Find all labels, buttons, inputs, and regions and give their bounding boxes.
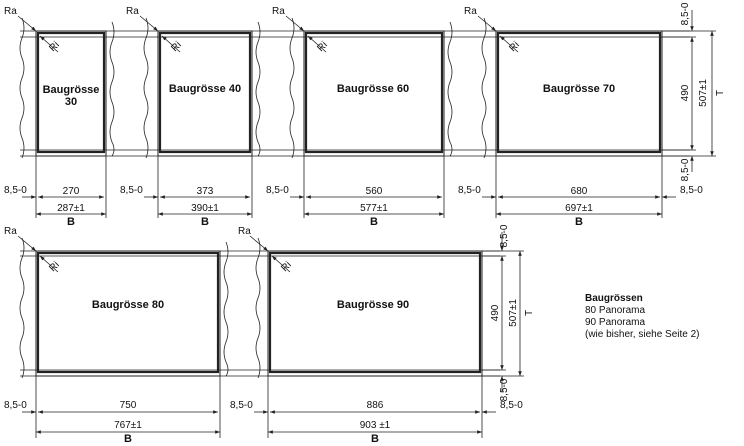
dim-height-inner-2: 490 [490,304,501,321]
dim-B-90: B [371,433,379,445]
dim-gap-top-2: 8,5-0 [499,224,510,247]
ra-label: Ra [464,6,477,17]
dim-height-inner: 490 [680,84,691,101]
notes-line: 90 Panorama [585,317,646,328]
cabinet-80-inner [36,251,220,374]
cabinet-80-outer [35,250,221,377]
break-line [223,241,229,377]
dim-outer-60: 577±1 [360,203,388,214]
dim-gap-80: 8,5-0 [4,400,27,411]
dim-outer-70: 697±1 [565,203,593,214]
ra-label: Ra [4,6,17,17]
break-line [109,21,115,157]
size-name-80: Baugrösse 80 [92,299,164,311]
break-line [143,17,149,159]
cabinet-40-outer [157,30,253,157]
ri-label: Ri [315,40,329,54]
dim-depth-T: T [715,90,726,96]
size-name-30: Baugrösse [43,84,100,96]
ra-ri-markers-top [17,15,519,53]
ra-label: Ra [4,226,17,237]
cabinet-60-inner [304,31,444,154]
dim-gap-30: 8,5-0 [4,185,27,196]
cabinet-30-inner [36,31,106,154]
dim-gap-70-right: 8,5-0 [680,185,703,196]
dim-B-70: B [575,216,583,228]
ri-label: Ri [507,40,521,54]
horizontal-dimensions-bottom [22,376,496,438]
break-line [447,21,453,157]
dim-gap-90-right: 8,5-0 [500,400,523,411]
dim-B-60: B [370,216,378,228]
size-name-70: Baugrösse 70 [543,83,615,95]
cabinet-60-outer [303,30,445,157]
dim-inner-80: 750 [120,400,137,411]
dim-B-80: B [124,433,132,445]
dim-height-outer: 507±1 [698,79,709,107]
dim-inner-30: 270 [63,186,80,197]
dim-gap-40: 8,5-0 [120,185,143,196]
dim-inner-60: 560 [366,186,383,197]
cabinet-40-inner [158,31,252,154]
dim-B-30: B [67,216,75,228]
dim-depth-T-2: T [524,310,535,316]
dim-outer-40: 390±1 [191,203,219,214]
size-name-60: Baugrösse 60 [337,83,409,95]
dim-gap-90: 8,5-0 [230,400,253,411]
ri-label: Ri [47,260,61,274]
dim-gap-bottom-2: 8,5-0 [499,378,510,401]
dim-gap-bottom: 8,5-0 [680,158,691,181]
break-line [289,17,295,159]
dim-inner-40: 373 [197,186,214,197]
cabinet-70-outer [495,30,663,157]
vertical-dimensions-top [662,10,716,172]
dim-inner-70: 680 [571,186,588,197]
ri-label: Ri [47,40,61,54]
cabinet-30-outer [35,30,107,157]
ra-label: Ra [238,226,251,237]
horizontal-dimensions-top [22,156,676,218]
break-line [481,17,487,159]
vertical-dimensions-bottom [482,232,524,392]
break-line [19,17,25,159]
dim-gap-top: 8,5-0 [680,2,691,25]
dim-gap-60: 8,5-0 [266,185,289,196]
size-name-30-number: 30 [65,96,77,108]
notes-title: Baugrössen [585,293,643,304]
dim-height-outer-2: 507±1 [508,299,519,327]
cabinet-90-inner [268,251,482,374]
dim-gap-70: 8,5-0 [458,185,481,196]
cabinet-70-inner [496,31,662,154]
dim-outer-30: 287±1 [57,203,85,214]
ri-label: Ri [279,260,293,274]
break-line [255,21,261,157]
dim-outer-90: 903 ±1 [360,420,391,431]
ra-label: Ra [126,6,139,17]
ra-label: Ra [272,6,285,17]
cabinet-90-outer [267,250,483,377]
notes-block: Baugrössen 80 Panorama 90 Panorama (wie … [585,293,700,341]
dim-inner-90: 886 [367,400,384,411]
ri-label: Ri [169,40,183,54]
notes-line: (wie bisher, siehe Seite 2) [585,329,700,340]
dim-B-40: B [201,216,209,228]
break-line [19,237,25,379]
size-name-90: Baugrösse 90 [337,299,409,311]
dim-outer-80: 767±1 [114,420,142,431]
break-line [255,237,261,379]
notes-line: 80 Panorama [585,305,646,316]
size-name-40: Baugrösse 40 [169,83,241,95]
ra-ri-markers-bottom [17,235,291,273]
